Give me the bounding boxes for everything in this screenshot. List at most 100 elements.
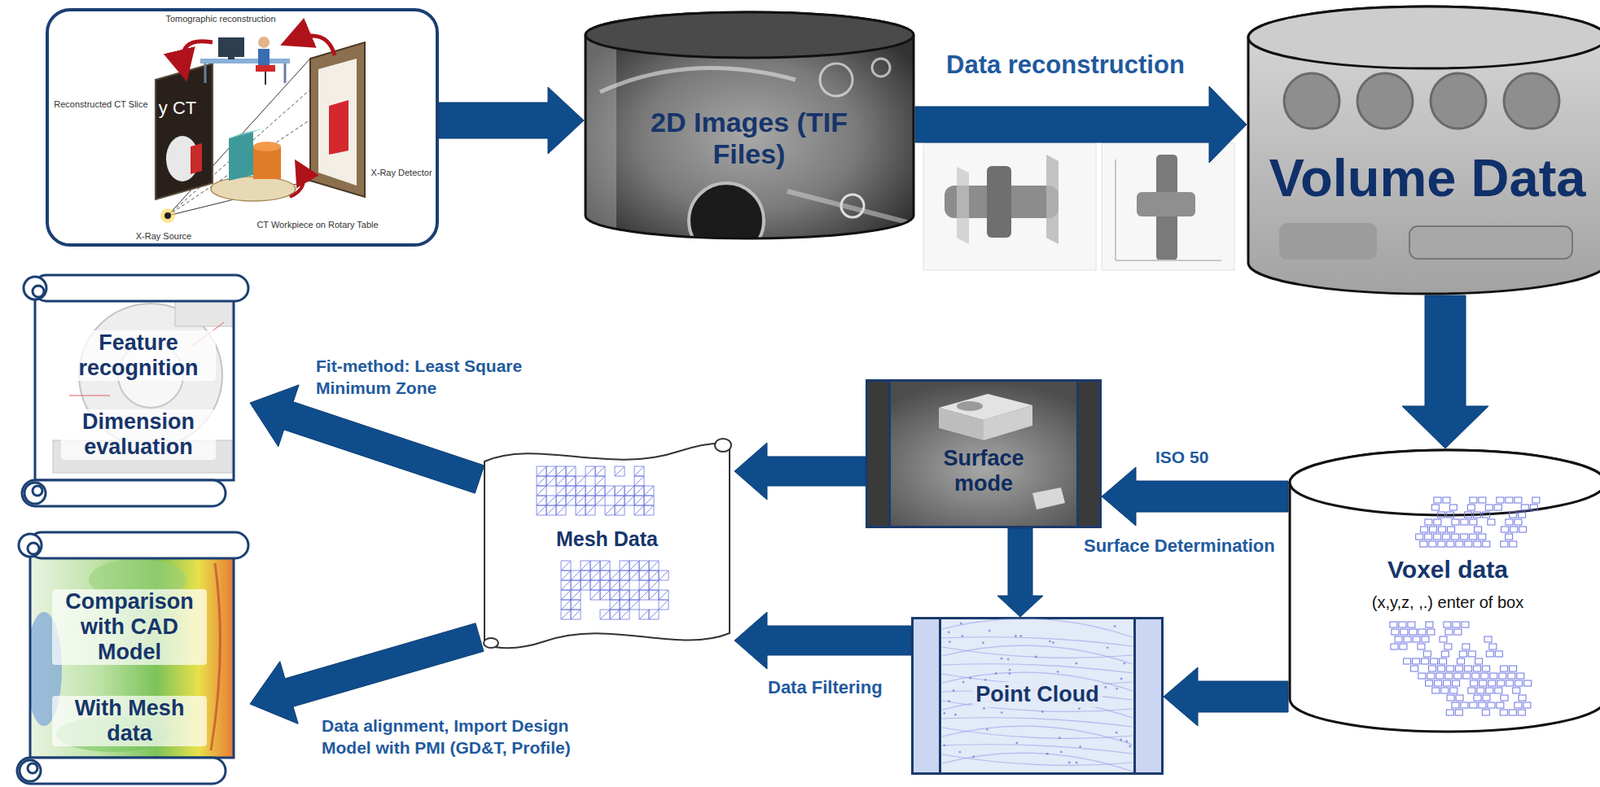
drawn-rect [1460,519,1469,526]
drawn-path [595,495,605,506]
drawn-rect [30,545,234,759]
drawn-circle [1034,656,1038,659]
drawn-path [629,570,640,581]
drawn-rect [1478,497,1487,504]
drawn-rect [1514,702,1522,709]
drawn-line [1114,159,1117,261]
drawn-rect [1514,519,1522,526]
drawn-rect [1437,666,1446,672]
drawn-circle [1008,669,1012,672]
drawn-path [536,495,547,506]
drawn-path [575,495,586,506]
drawn-circle [1503,73,1560,129]
node-text: y CT [158,97,197,119]
edge-label-slot: ISO 50 [1152,446,1251,469]
drawn-rect [1473,541,1482,548]
drawn-path [575,505,586,516]
drawn-rect [1462,644,1470,650]
drawn-rect [35,288,234,481]
drawn-path [575,476,586,487]
drawn-rect [258,48,270,66]
edge-label: Data Filtering [765,676,886,701]
drawn-path [600,561,610,571]
drawn-path [619,570,630,581]
drawn-ellipse [1248,6,1600,69]
drawn-rect [1412,658,1421,665]
feature-scroll-outline [20,273,250,509]
drawn-rect [867,381,890,528]
edge-label: Fit-method: Least Square Minimum Zone [313,355,546,400]
voxel-cylinder: Voxel data(x,y,z, ,.) enter of box [1288,448,1600,734]
drawn-path [575,486,586,496]
drawn-rect [1454,629,1462,636]
node-text: Tomographic reconstruction [165,13,276,25]
drawn-path [648,570,659,581]
drawn-path [614,505,625,516]
flow-arrow [734,612,912,670]
drawn-rect [1463,673,1471,680]
flow-arrow [734,442,866,500]
drawn-ellipse [210,176,296,202]
drawn-path [634,466,645,477]
drawn-rect [1418,673,1426,680]
drawn-path [484,442,730,649]
drawn-rect [1436,673,1444,680]
drawn-rect [1438,526,1447,533]
drawn-rect [1451,519,1460,526]
drawn-path [561,561,571,571]
drawn-rect [1423,651,1431,658]
drawn-rect [17,758,226,785]
drawn-rect [1508,710,1517,716]
drawn-path [289,167,304,198]
drawn-circle [961,635,965,638]
drawn-circle [841,194,864,218]
drawn-path [614,495,625,506]
drawn-path [570,609,581,620]
drawn-path [182,41,213,71]
drawn-rect [1446,710,1454,716]
drawn-path [570,590,581,601]
drawn-circle [958,751,961,754]
drawn-rect [1454,673,1462,680]
drawn-line [284,63,287,84]
drawn-path [648,580,659,591]
drawn-rect [1390,644,1399,650]
drawn-path [629,561,640,571]
node-text-slot: Voxel data [1320,556,1575,585]
drawn-rect [1464,666,1473,672]
drawn-rect [1488,680,1496,687]
drawn-ellipse [585,12,914,58]
drawn-rect [1415,534,1424,540]
drawn-path [565,495,576,506]
drawn-rect [21,480,226,507]
drawn-rect [1441,651,1449,658]
drawn-rect [1442,497,1451,504]
drawn-rect [1487,702,1495,709]
drawn-rect [1478,702,1487,709]
drawn-rect [1455,541,1464,548]
drawn-path [619,590,630,601]
drawn-circle [942,744,946,747]
drawn-path [787,191,914,224]
drawn-circle [995,672,998,676]
flow-arrow [915,86,1247,163]
drawn-rect [1506,680,1514,687]
drawn-path [639,561,649,571]
drawn-polygon [956,166,969,245]
drawn-polygon [318,58,357,186]
drawn-line [1115,259,1222,262]
drawn-rect [1500,666,1508,672]
drawn-path [561,609,571,620]
drawn-path [546,505,557,516]
drawn-circle [988,630,991,633]
drawn-path [1289,450,1600,733]
drawn-circle [32,285,44,298]
edge-label-slot: Data Filtering [765,676,929,701]
drawn-circle [1015,742,1018,746]
drawn-path [1289,450,1600,733]
point-cloud-box: Point Cloud [911,617,1164,776]
drawn-circle [954,714,957,717]
drawn-polygon [328,100,349,155]
